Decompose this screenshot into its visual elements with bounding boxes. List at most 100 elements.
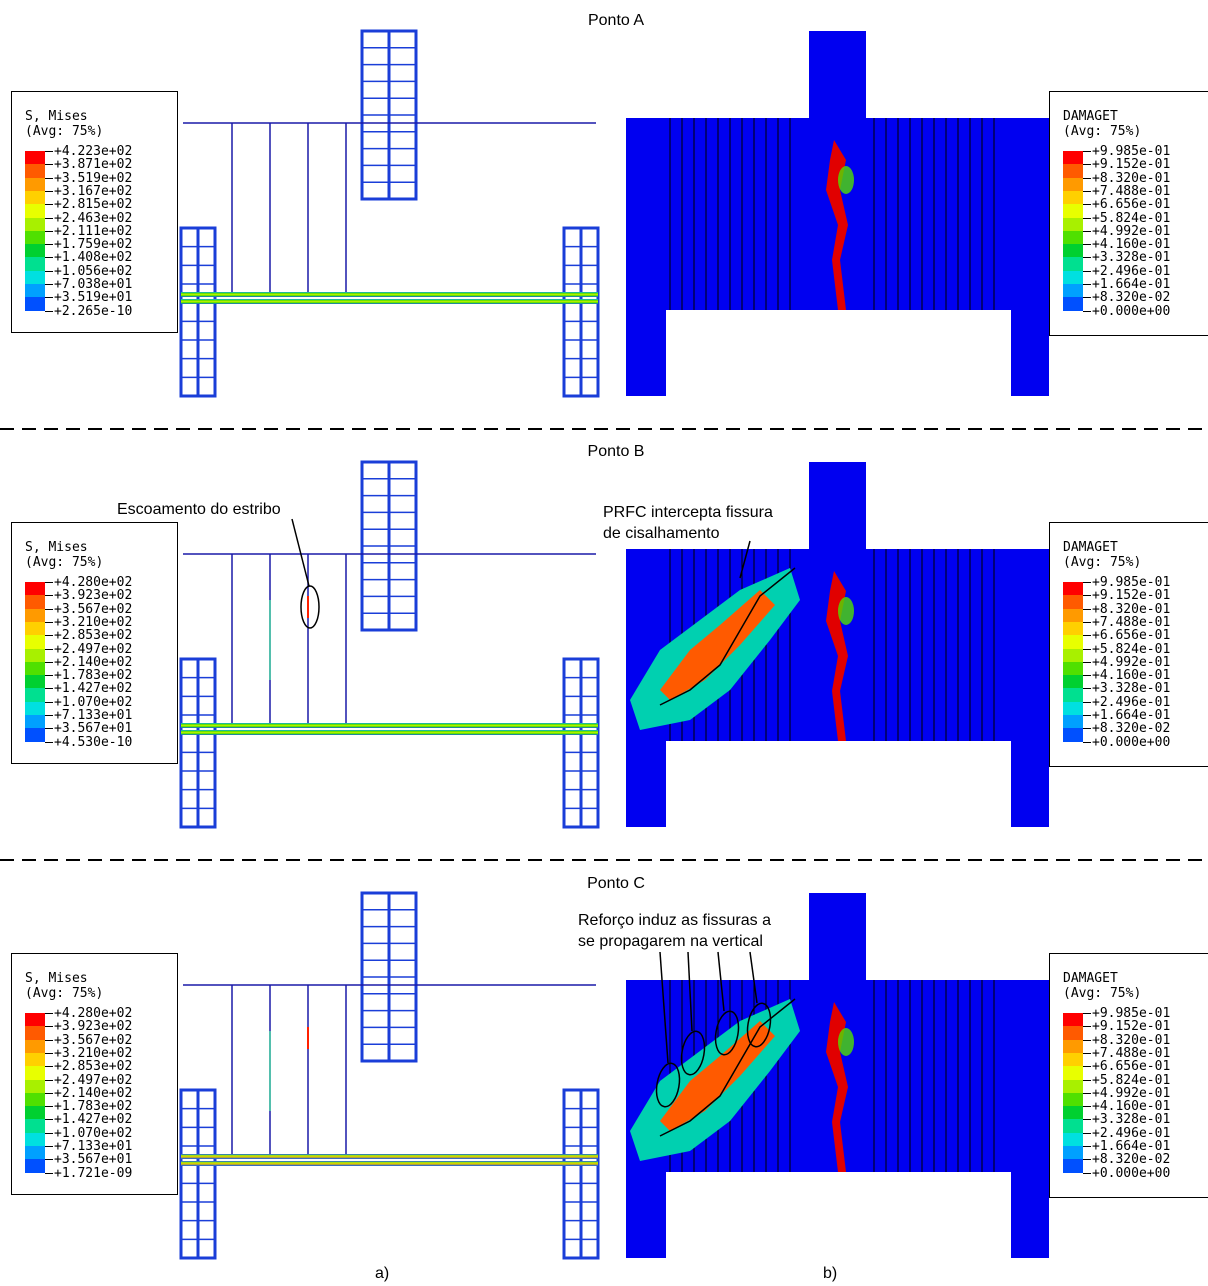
legend-swatch xyxy=(25,582,45,596)
legend-swatch xyxy=(25,244,45,258)
legend-swatch xyxy=(25,595,45,610)
legend-value: +3.328e-01 xyxy=(1092,681,1171,697)
legend-value: +3.519e+02 xyxy=(54,170,133,186)
legend-swatch xyxy=(1063,151,1083,165)
legend-tick xyxy=(45,688,53,690)
legend-tick xyxy=(45,1039,53,1041)
legend-swatch xyxy=(25,190,45,205)
stress-legend: S, Mises(Avg: 75%)+4.223e+02+3.871e+02+3… xyxy=(11,91,178,333)
legend-tick xyxy=(45,244,53,246)
legend-tick xyxy=(45,310,53,312)
legend-tick xyxy=(1083,1039,1091,1041)
legend-swatch xyxy=(1063,230,1083,245)
legend-swatch xyxy=(1063,1132,1083,1147)
legend-value: +4.280e+02 xyxy=(54,1006,133,1021)
flexural-crack xyxy=(826,140,848,310)
legend-swatch xyxy=(1063,284,1083,298)
legend-value: +6.656e-01 xyxy=(1092,197,1171,213)
legend-swatch xyxy=(25,151,45,165)
legend-tick xyxy=(1083,1146,1091,1147)
stress-legend: S, Mises(Avg: 75%)+4.280e+02+3.923e+02+3… xyxy=(11,953,178,1195)
legend-swatch xyxy=(1063,1119,1083,1134)
legend-swatch xyxy=(25,1146,45,1160)
legend-tick xyxy=(45,164,53,166)
legend-swatch xyxy=(1063,1066,1083,1080)
legend-tick xyxy=(45,582,53,583)
reinforcement-stress-views xyxy=(179,29,600,1260)
legend-swatch xyxy=(1063,582,1083,596)
legend-swatch xyxy=(1063,595,1083,610)
legend-swatch xyxy=(25,675,45,689)
legend-swatch xyxy=(25,688,45,703)
legend-swatch xyxy=(1063,648,1083,663)
legend-swatch xyxy=(25,1119,45,1134)
legend-value: +3.871e+02 xyxy=(54,157,133,173)
legend-tick xyxy=(1083,582,1091,583)
legend-value: +8.320e-02 xyxy=(1092,721,1171,737)
legend-tick xyxy=(1083,688,1091,690)
legend-value: +7.488e-01 xyxy=(1092,1045,1171,1061)
legend-swatch xyxy=(1063,1013,1083,1027)
stress-panel-b xyxy=(179,460,600,829)
legend-swatch xyxy=(1063,217,1083,232)
legend-swatch xyxy=(25,1026,45,1041)
legend-swatch xyxy=(25,270,45,285)
reinforcement-annotation-leader xyxy=(749,951,758,1004)
reinforcement-annotation-leader xyxy=(687,951,693,1032)
legend-tick xyxy=(1083,621,1091,623)
sublabel-b: b) xyxy=(823,1265,838,1282)
legend-tick xyxy=(45,621,53,623)
legend-swatch xyxy=(25,1092,45,1107)
vertical-crack-ellipse xyxy=(746,1002,772,1048)
legend-tick xyxy=(1083,1106,1091,1108)
reinforcement-annotation-leader xyxy=(659,951,669,1064)
annotation-reinforcement-line1: Reforço induz as fissuras a xyxy=(578,912,771,929)
legend-swatch xyxy=(1063,190,1083,205)
legend-swatch xyxy=(1063,204,1083,218)
legend-value: +0.000e+00 xyxy=(1092,734,1171,750)
legend-value: +6.656e-01 xyxy=(1092,628,1171,644)
legend-tick xyxy=(45,1079,53,1081)
damage-panel-c xyxy=(626,893,1049,1258)
stirrup-yield-leader xyxy=(291,518,310,587)
legend-swatch xyxy=(25,230,45,245)
legend-swatch xyxy=(1063,621,1083,636)
legend-value: +4.992e-01 xyxy=(1092,654,1171,670)
legend-tick xyxy=(45,741,53,743)
legend-tick xyxy=(1083,595,1091,597)
legend-tick xyxy=(1083,190,1091,192)
legend-subtitle: (Avg: 75%) xyxy=(1063,124,1142,139)
legend-tick xyxy=(45,701,53,703)
legend-tick xyxy=(1083,741,1091,743)
legend-title: DAMAGET xyxy=(1063,971,1118,986)
legend-value: +3.210e+02 xyxy=(54,614,133,630)
legend-value: +2.140e+02 xyxy=(54,654,133,670)
damage-panel-b xyxy=(626,462,1049,827)
legend-tick xyxy=(45,1159,53,1161)
legend-value: +2.111e+02 xyxy=(54,223,133,239)
legend-swatch xyxy=(25,177,45,192)
legend-tick xyxy=(45,1026,53,1028)
legend-value: +9.985e-01 xyxy=(1092,144,1171,159)
legend-swatch xyxy=(1063,715,1083,729)
legend-value: +3.567e+01 xyxy=(54,721,133,737)
legend-value: +4.530e-10 xyxy=(54,734,133,750)
legend-tick xyxy=(1083,257,1091,259)
legend-tick xyxy=(1083,1052,1091,1054)
legend-swatch xyxy=(1063,608,1083,623)
legend-swatch xyxy=(1063,661,1083,676)
legend-value: +3.167e+02 xyxy=(54,183,133,199)
legend-swatch xyxy=(25,728,45,743)
legend-swatch xyxy=(1063,635,1083,649)
legend-tick xyxy=(1083,635,1091,637)
legend-value: +1.427e+02 xyxy=(54,681,133,697)
cfrp-annotation-leader xyxy=(739,540,751,579)
legend-tick xyxy=(1083,270,1091,272)
legend-tick xyxy=(45,230,53,232)
vertical-crack-ellipse xyxy=(655,1062,681,1108)
legend-value: +7.038e+01 xyxy=(54,277,133,292)
legend-swatch xyxy=(1063,728,1083,743)
legend-swatch xyxy=(25,297,45,312)
legend-tick xyxy=(1083,648,1091,650)
legend-swatch xyxy=(25,701,45,716)
